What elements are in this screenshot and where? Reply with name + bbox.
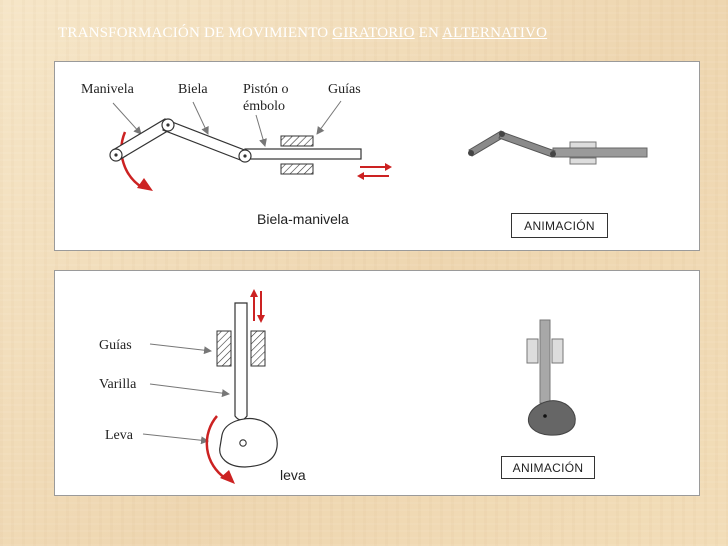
cam-mechanism-diagram [142, 289, 576, 484]
cam-axle [239, 439, 247, 447]
label-leva: Leva [105, 428, 133, 443]
rotation-arrowhead-icon [220, 470, 235, 484]
caption-biela-manivela: Biela-manivela [257, 211, 349, 227]
rotation-arrow-icon [120, 131, 144, 190]
title-link-alternativo[interactable]: ALTERNATIVO [442, 25, 548, 41]
animation-button-cam[interactable]: ANIMACIÓN [501, 456, 595, 479]
title-text-1: TRANSFORMACIÓN DE MOVIMIENTO [58, 25, 333, 41]
guias-pointer [149, 343, 212, 355]
panel-biela-manivela: Manivela Biela Pistón o émbolo Guías Bie… [54, 61, 700, 251]
animation-button-crank[interactable]: ANIMACIÓN [511, 213, 608, 238]
rotation-arrowhead-icon [137, 178, 153, 191]
follower-rod [234, 302, 248, 421]
label-biela: Biela [178, 82, 208, 97]
guide-bottom [280, 163, 314, 175]
crank-animation-preview [468, 130, 648, 165]
guide-right [250, 330, 266, 367]
cam-shape [219, 417, 278, 468]
label-varilla: Varilla [99, 377, 137, 392]
guias-pointer [316, 100, 342, 135]
label-piston-line1: Pistón o [243, 82, 289, 97]
page-title: TRANSFORMACIÓN DE MOVIMIENTO GIRATORIO E… [58, 25, 547, 42]
guide-left [216, 330, 232, 367]
crank-mechanism-diagram [109, 100, 648, 191]
label-guias-cam: Guías [99, 338, 132, 353]
label-manivela: Manivela [81, 82, 134, 97]
cam-preview [527, 400, 576, 436]
title-link-giratorio[interactable]: GIRATORIO [332, 25, 415, 41]
leva-pointer [142, 433, 209, 445]
connecting-rod [162, 119, 248, 162]
caption-leva: leva [280, 467, 306, 483]
rotation-arrow-icon [205, 415, 226, 480]
varilla-pointer [149, 383, 230, 398]
guide-top [280, 135, 314, 147]
label-piston-line2: émbolo [243, 99, 285, 114]
manivela-pointer [112, 102, 142, 135]
biela-pointer [192, 101, 209, 135]
label-guias: Guías [328, 82, 361, 97]
panel-leva: Guías Varilla Leva leva ANIMACIÓN [54, 270, 700, 496]
piston-rod [244, 148, 362, 160]
piston-pointer [255, 114, 267, 147]
cam-animation-preview [526, 319, 576, 436]
title-text-2: EN [414, 25, 443, 41]
